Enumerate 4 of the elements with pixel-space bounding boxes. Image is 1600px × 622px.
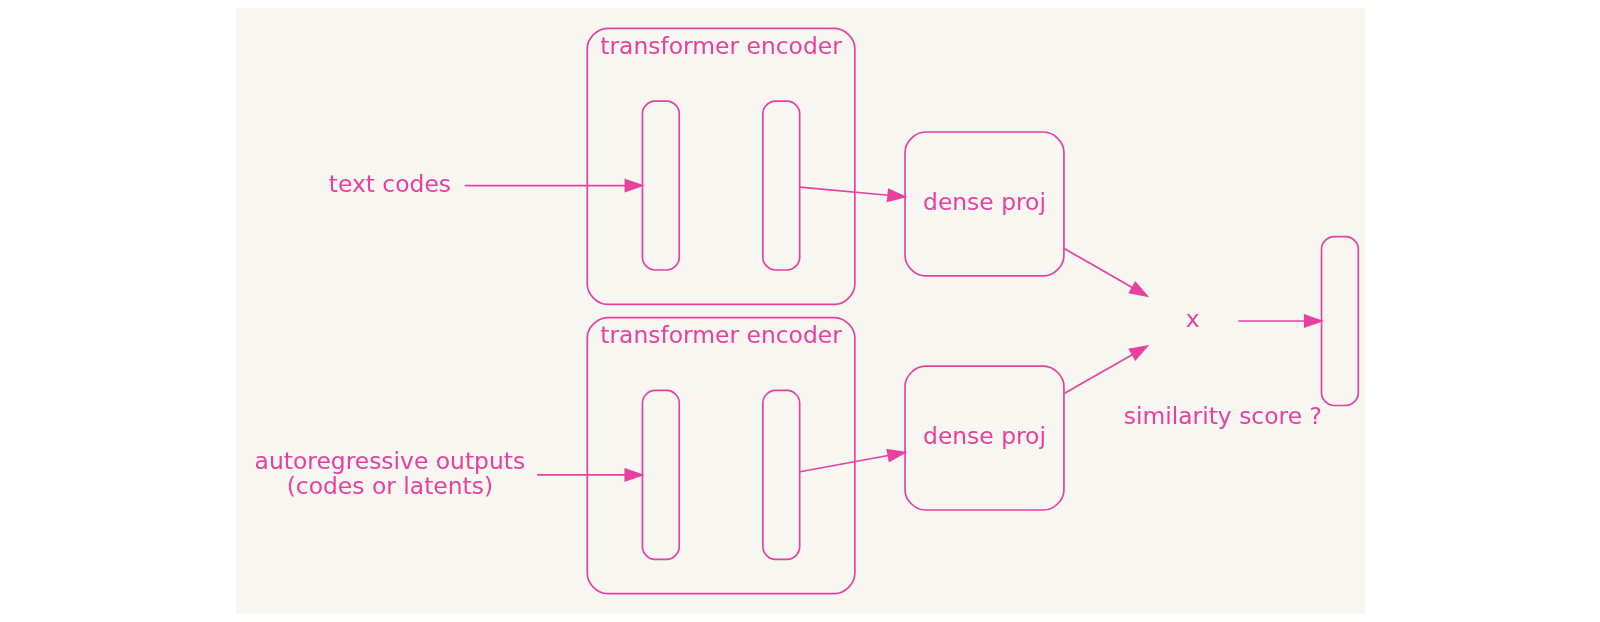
node-text: autoregressive outputs (codes or latents) bbox=[254, 446, 525, 500]
node-text: x bbox=[1185, 305, 1200, 334]
node-text: text codes bbox=[328, 169, 451, 198]
node-label: similarity score ? bbox=[1123, 402, 1322, 431]
